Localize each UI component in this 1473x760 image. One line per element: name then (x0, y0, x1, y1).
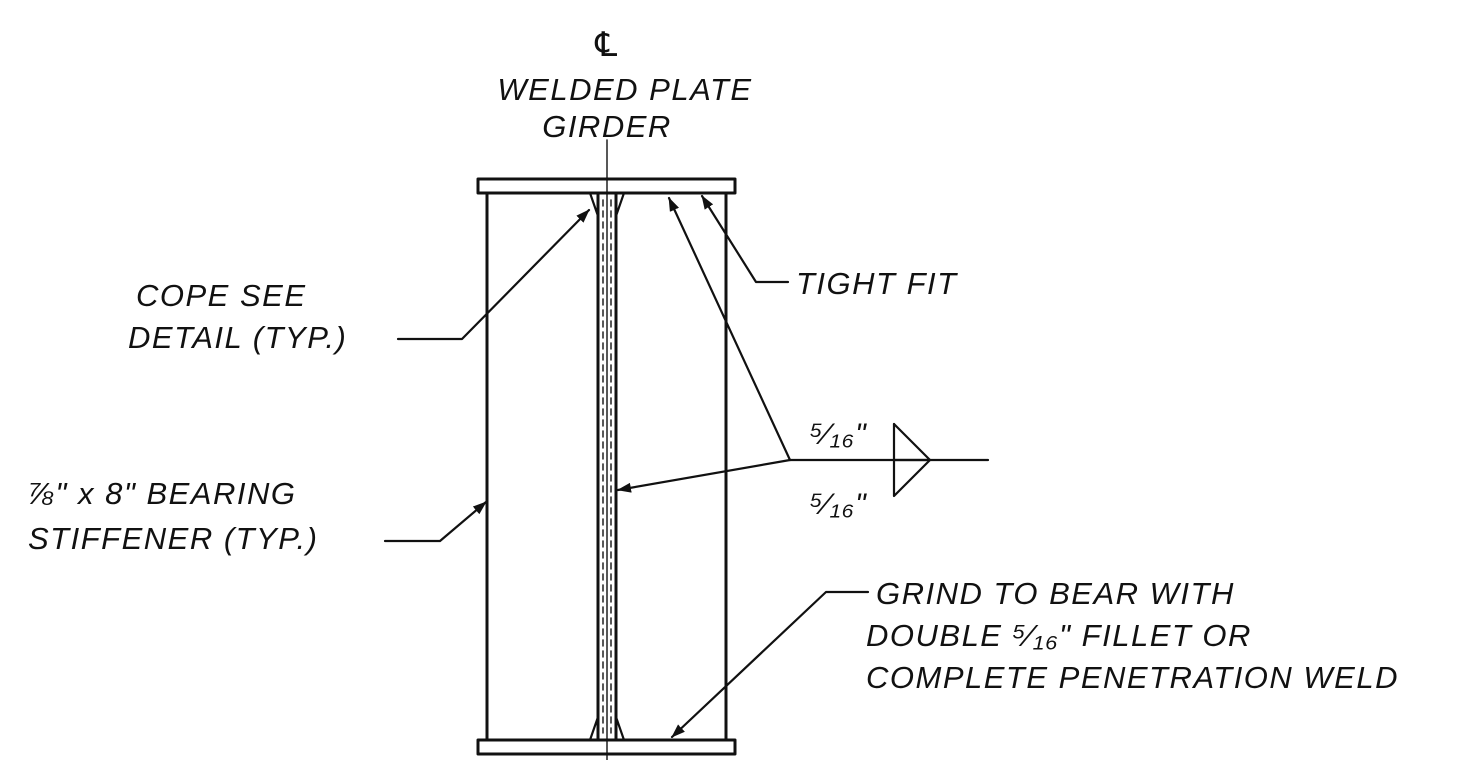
centerline-symbol: ℄ (594, 26, 618, 64)
top-right-cope (614, 191, 626, 250)
cope-note-line1: COPE SEE (136, 278, 307, 313)
fillet-weld-symbol-other-side (892, 422, 932, 498)
cope-leader (396, 208, 591, 341)
weld-leader-to-stiffener-top (667, 196, 792, 462)
grind-note-line1: GRIND TO BEAR WITH (876, 576, 1235, 611)
top-left-cope (588, 191, 600, 250)
weld-size-other-side: ⁵⁄₁₆" (810, 488, 867, 521)
top-flange-plate (476, 177, 737, 195)
tight-fit-leader (700, 194, 790, 284)
stiffener-note-line1: ⅞" x 8" BEARING (28, 476, 296, 511)
centerline-title-line2: GIRDER (542, 109, 672, 144)
bottom-left-cope (588, 683, 600, 742)
bottom-right-cope (614, 683, 626, 742)
grind-note-line2: DOUBLE ⁵⁄₁₆" FILLET OR (866, 618, 1252, 653)
tight-fit-note: TIGHT FIT (796, 266, 958, 301)
weld-leader-to-web (616, 458, 792, 493)
centerline-title-line1: WELDED PLATE (497, 72, 752, 107)
grind-leader (670, 590, 870, 739)
cope-note-line2: DETAIL (TYP.) (128, 320, 347, 355)
fillet-weld-symbol-arrow-side (892, 422, 932, 462)
weld-size-arrow-side: ⁵⁄₁₆" (810, 418, 867, 451)
stiffener-leader (383, 500, 488, 543)
grind-note-line3: COMPLETE PENETRATION WELD (866, 660, 1399, 695)
bottom-flange-plate (476, 738, 737, 756)
stiffener-note-line2: STIFFENER (TYP.) (28, 521, 318, 556)
